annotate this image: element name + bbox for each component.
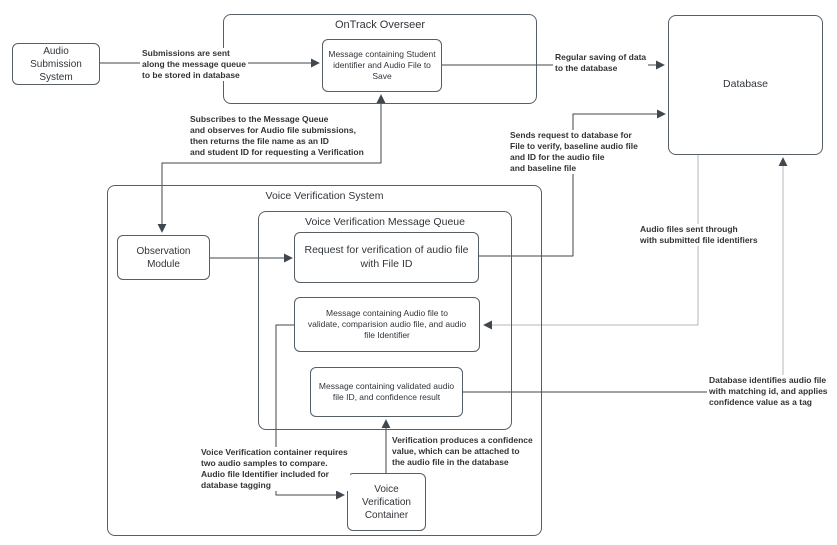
container-vvs-title: Voice Verification System — [265, 190, 384, 202]
edge-subscribes — [157, 94, 386, 233]
edge-label-audio-files-sent: Audio files sent through with submitted … — [638, 224, 760, 247]
edge-label-submissions-sent: Submissions are sent along the message q… — [140, 48, 248, 82]
node-observation-module: Observation Module — [117, 235, 210, 280]
node-voice-verification-container: Voice Verification Container — [347, 473, 426, 531]
edge-label-sends-request: Sends request to database for File to ve… — [508, 130, 640, 175]
edge-label-vvc-requires: Voice Verification container requires tw… — [199, 447, 350, 492]
node-message-audio-validate: Message containing Audio file to validat… — [294, 297, 480, 352]
node-audio-submission-system: Audio Submission System — [12, 43, 100, 85]
node-message-audio-validate-label: Message containing Audio file to validat… — [307, 307, 467, 341]
node-database: Database — [668, 15, 823, 155]
node-message-validated: Message containing validated audio file … — [310, 367, 463, 417]
edge-label-regular-saving: Regular saving of data to the database — [553, 52, 649, 75]
container-vvmq-title: Voice Verification Message Queue — [305, 216, 465, 228]
node-request-verification: Request for verification of audio file w… — [294, 232, 479, 283]
node-message-validated-label: Message containing validated audio file … — [318, 380, 455, 402]
node-ontrack-message-label: Message containing Student identifier an… — [328, 48, 436, 82]
edge-sends-request — [479, 109, 666, 257]
node-request-verification-label: Request for verification of audio file w… — [304, 243, 469, 270]
node-voice-verification-container-label: Voice Verification Container — [362, 483, 411, 521]
edge-audio-files-sent — [483, 155, 699, 330]
container-ontrack-title: OnTrack Overseer — [334, 19, 426, 31]
edge-label-subscribes: Subscribes to the Message Queue and obse… — [188, 114, 366, 159]
node-observation-module-label: Observation Module — [136, 245, 191, 270]
edge-label-db-identifies: Database identifies audio file with matc… — [707, 375, 830, 409]
node-audio-submission-label: Audio Submission System — [30, 45, 82, 83]
node-ontrack-message: Message containing Student identifier an… — [322, 39, 442, 92]
edge-two-samples — [275, 324, 345, 500]
node-database-label: Database — [723, 78, 768, 91]
edge-label-verification-produces: Verification produces a confidence value… — [390, 435, 535, 469]
